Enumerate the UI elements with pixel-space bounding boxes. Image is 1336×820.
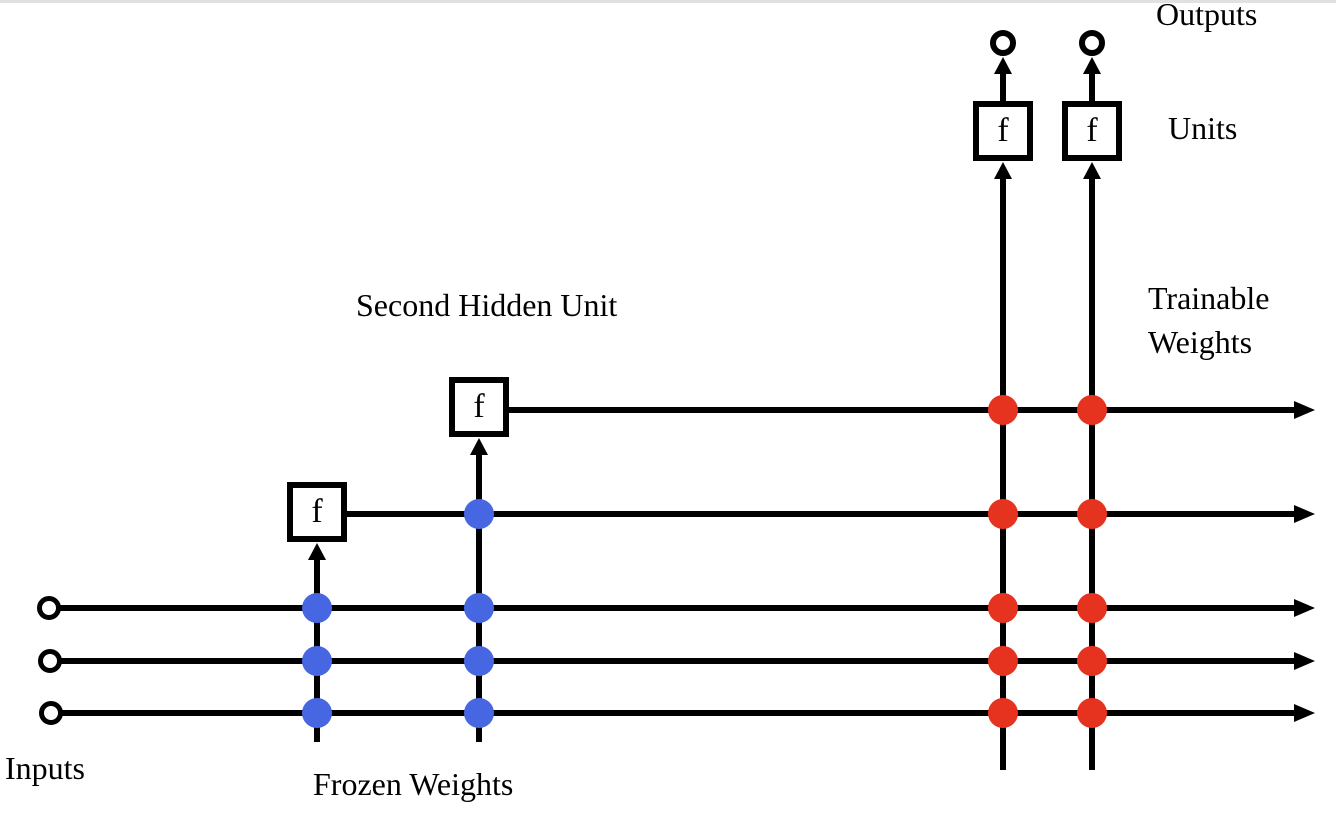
hidden-unit-1-symbol: f [311,493,323,530]
hidden-unit-1-box: f [287,482,347,542]
output-terminal-1-arrowhead [994,57,1012,74]
frozen-weight-dot [302,646,332,676]
second-hidden-unit-label: Second Hidden Unit [356,287,618,323]
hidden-unit-2-output-line [508,407,1298,413]
trainable-weight-dot [1077,395,1107,425]
output-unit-2-output-stem [1089,73,1095,101]
output-unit-2-input-arrowhead [1083,162,1101,179]
frozen-weight-dot [464,698,494,728]
hidden-unit-2-line-arrowhead [1294,401,1315,419]
trainable-weight-dot [1077,698,1107,728]
output-unit-2-symbol: f [1086,112,1098,149]
output-terminal-1 [990,30,1016,56]
frozen-weight-dot [464,646,494,676]
trainable-weights-label: Trainable Weights [1148,276,1269,364]
frozen-weight-dot [302,698,332,728]
trainable-weight-dot [988,593,1018,623]
trainable-weight-dot [988,499,1018,529]
hidden-unit-1-line-arrowhead [1294,505,1315,523]
trainable-weight-dot [1077,593,1107,623]
output-unit-1-box: f [973,101,1033,161]
input-line-2-arrowhead [1294,652,1315,670]
input-line-1-arrowhead [1294,599,1315,617]
output-terminal-2-arrowhead [1083,57,1101,74]
frozen-weights-label: Frozen Weights [313,766,514,802]
input-line-1 [60,605,1298,611]
hidden-unit-2-input-arrowhead [470,438,488,455]
outputs-label: Outputs [1156,0,1258,32]
input-terminal-2 [38,649,62,673]
input-terminal-3 [39,701,63,725]
output-unit-2-input-column [1089,178,1095,770]
output-unit-1-input-column [1000,178,1006,770]
trainable-weight-dot [1077,646,1107,676]
input-terminal-1 [37,596,61,620]
trainable-weight-dot [988,698,1018,728]
trainable-weights-label-line1: Trainable [1148,280,1270,316]
units-label: Units [1168,110,1238,146]
trainable-weights-label-line2: Weights [1148,324,1253,361]
output-unit-2-box: f [1062,101,1122,161]
frozen-weight-dot [302,593,332,623]
hidden-unit-2-symbol: f [473,388,485,425]
output-unit-1-output-stem [1000,73,1006,101]
trainable-weight-dot [988,395,1018,425]
trainable-weight-dot [988,646,1018,676]
output-unit-1-input-arrowhead [994,162,1012,179]
hidden-unit-1-input-arrowhead [308,543,326,560]
frozen-weight-dot [464,593,494,623]
inputs-label: Inputs [5,750,85,786]
output-unit-1-symbol: f [997,112,1009,149]
trainable-weight-dot [1077,499,1107,529]
frozen-weight-dot [464,499,494,529]
hidden-unit-2-box: f [449,377,509,437]
input-line-3-arrowhead [1294,704,1315,722]
hidden-unit-1-output-line [345,511,1298,517]
input-line-3 [62,710,1298,716]
window-top-edge [0,0,1336,3]
output-terminal-2 [1079,30,1105,56]
input-line-2 [61,658,1298,664]
